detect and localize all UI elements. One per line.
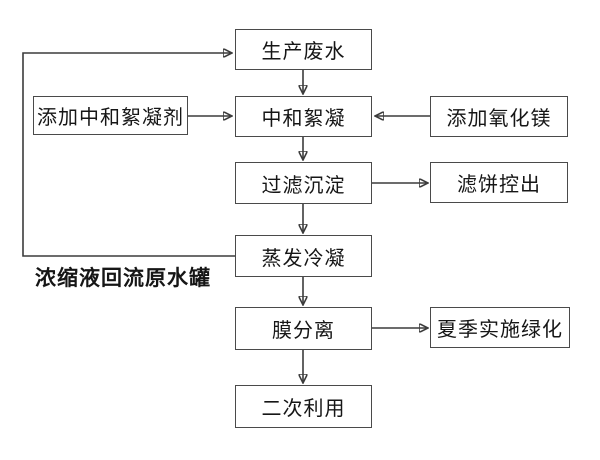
node-label: 过滤沉淀 <box>261 174 346 197</box>
node-add-magnesium-oxide: 添加氧化镁 <box>430 96 568 137</box>
node-production-wastewater: 生产废水 <box>235 29 372 70</box>
edge-recycle-loop <box>22 53 235 257</box>
node-label: 夏季实施绿化 <box>437 319 563 341</box>
node-neutralization-flocculation: 中和絮凝 <box>235 96 372 137</box>
node-label: 滤饼控出 <box>457 174 541 196</box>
recycle-loop-label: 浓缩液回流原水罐 <box>35 266 211 290</box>
node-membrane-separation: 膜分离 <box>235 307 372 350</box>
node-evaporation-condensation: 蒸发冷凝 <box>235 235 372 277</box>
node-label: 生产废水 <box>261 41 346 63</box>
node-label: 添加中和絮凝剂 <box>37 107 184 129</box>
node-label: 二次利用 <box>261 398 346 420</box>
node-filter-cake-out: 滤饼控出 <box>430 162 568 203</box>
node-summer-greening: 夏季实施绿化 <box>430 307 570 348</box>
node-label: 膜分离 <box>272 320 335 342</box>
node-label: 蒸发冷凝 <box>261 247 346 270</box>
node-secondary-use: 二次利用 <box>235 385 372 428</box>
node-filtration-sedimentation: 过滤沉淀 <box>235 162 372 204</box>
node-label: 中和絮凝 <box>261 108 346 130</box>
node-label: 添加氧化镁 <box>446 108 552 130</box>
node-add-neutralizing-flocculant: 添加中和絮凝剂 <box>33 96 188 135</box>
